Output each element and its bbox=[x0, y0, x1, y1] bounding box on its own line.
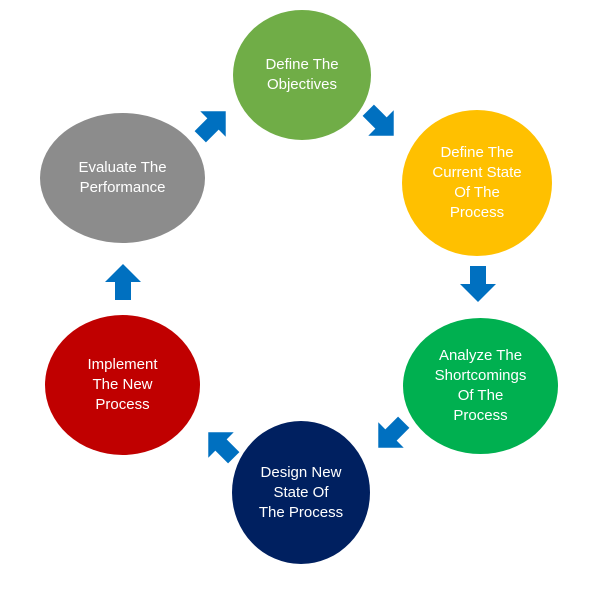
block-arrow-icon bbox=[103, 262, 143, 302]
block-arrow-icon bbox=[353, 95, 410, 152]
step-define-objectives: Define The Objectives bbox=[233, 10, 371, 140]
block-arrow-icon bbox=[185, 96, 242, 153]
step-evaluate-performance: Evaluate The Performance bbox=[40, 113, 205, 243]
step-analyze-shortcomings: Analyze The Shortcomings Of The Process bbox=[403, 318, 558, 454]
block-arrow-icon bbox=[363, 407, 420, 464]
step-implement-new-process: Implement The New Process bbox=[45, 315, 200, 455]
step-design-new-state: Design New State Of The Process bbox=[232, 421, 370, 564]
block-arrow-icon bbox=[458, 264, 498, 304]
step-define-current-state: Define The Current State Of The Process bbox=[402, 110, 552, 256]
block-arrow-icon bbox=[193, 417, 250, 474]
